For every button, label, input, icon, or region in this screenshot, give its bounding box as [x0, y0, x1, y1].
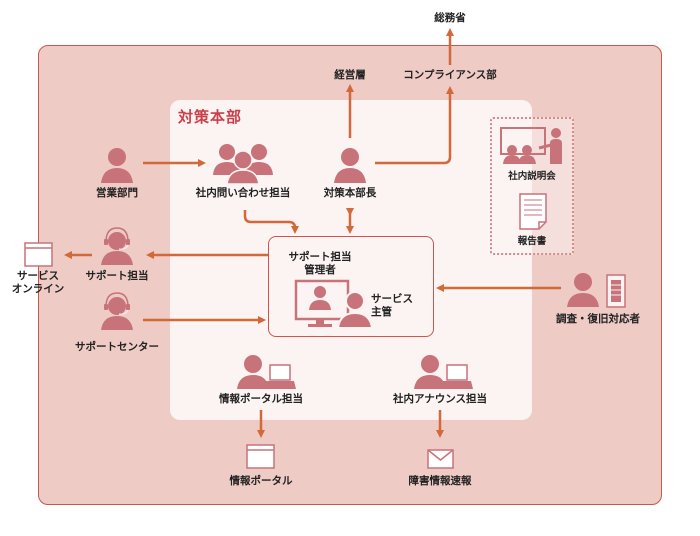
- person-laptop-icon-announce: [414, 355, 473, 389]
- mail-icon-bulletin: [427, 449, 454, 469]
- monitor-person-icon: [294, 279, 374, 329]
- label-briefing: 社内説明会: [508, 171, 556, 182]
- label-compliance: コンプライアンス部: [403, 69, 497, 81]
- label-support-tanto: サポート担当: [85, 270, 149, 282]
- label-announce-tanto: 社内アナウンス担当: [392, 393, 488, 405]
- label-service-shukan-line1: サービス: [371, 293, 413, 305]
- browser-icon-online: [24, 242, 53, 267]
- label-honbucho: 対策本部長: [323, 187, 377, 199]
- document-icon-report: [519, 193, 547, 230]
- label-support-center: サポートセンター: [75, 341, 159, 353]
- label-service-online-line1: サービス: [17, 270, 59, 282]
- label-support-manager: サポート担当 管理者: [275, 251, 365, 277]
- label-service-shukan: サービス 主管: [371, 293, 413, 319]
- label-portal-tanto: 情報ポータル担当: [219, 393, 303, 405]
- label-service-online: サービス オンライン: [8, 270, 68, 296]
- person-icon-honbucho: [334, 148, 366, 183]
- group-icon-toiawase: [213, 144, 273, 185]
- label-manager-line1: サポート担当: [288, 251, 352, 263]
- headset-person-icon-center: [101, 292, 133, 330]
- headquarters-title: 対策本部: [178, 108, 243, 126]
- label-soumusho: 総務省: [434, 12, 466, 24]
- arrow-honbucho-to-compliance: [375, 86, 454, 165]
- person-laptop-icon-portal: [237, 355, 296, 389]
- label-shanai-toiawase: 社内問い合わせ担当: [195, 187, 291, 199]
- label-service-online-line2: オンライン: [11, 283, 65, 295]
- browser-icon-portal: [246, 444, 275, 469]
- person-icon-eigyo: [101, 148, 133, 183]
- label-portal: 情報ポータル: [229, 475, 293, 487]
- label-service-shukan-line2: 主管: [371, 306, 392, 318]
- label-manager-line2: 管理者: [304, 264, 336, 276]
- label-report: 報告書: [517, 236, 547, 247]
- label-keieiso: 経営層: [334, 69, 366, 81]
- label-investigator: 調査・復旧対応者: [556, 313, 640, 325]
- person-server-icon-investigator: [567, 273, 626, 308]
- arrow-toiawase-to-manager: [243, 210, 299, 234]
- presentation-icon: [500, 127, 562, 164]
- headset-person-icon-support: [101, 227, 133, 265]
- label-bulletin: 障害情報速報: [408, 475, 472, 487]
- label-eigyo: 営業部門: [96, 187, 138, 199]
